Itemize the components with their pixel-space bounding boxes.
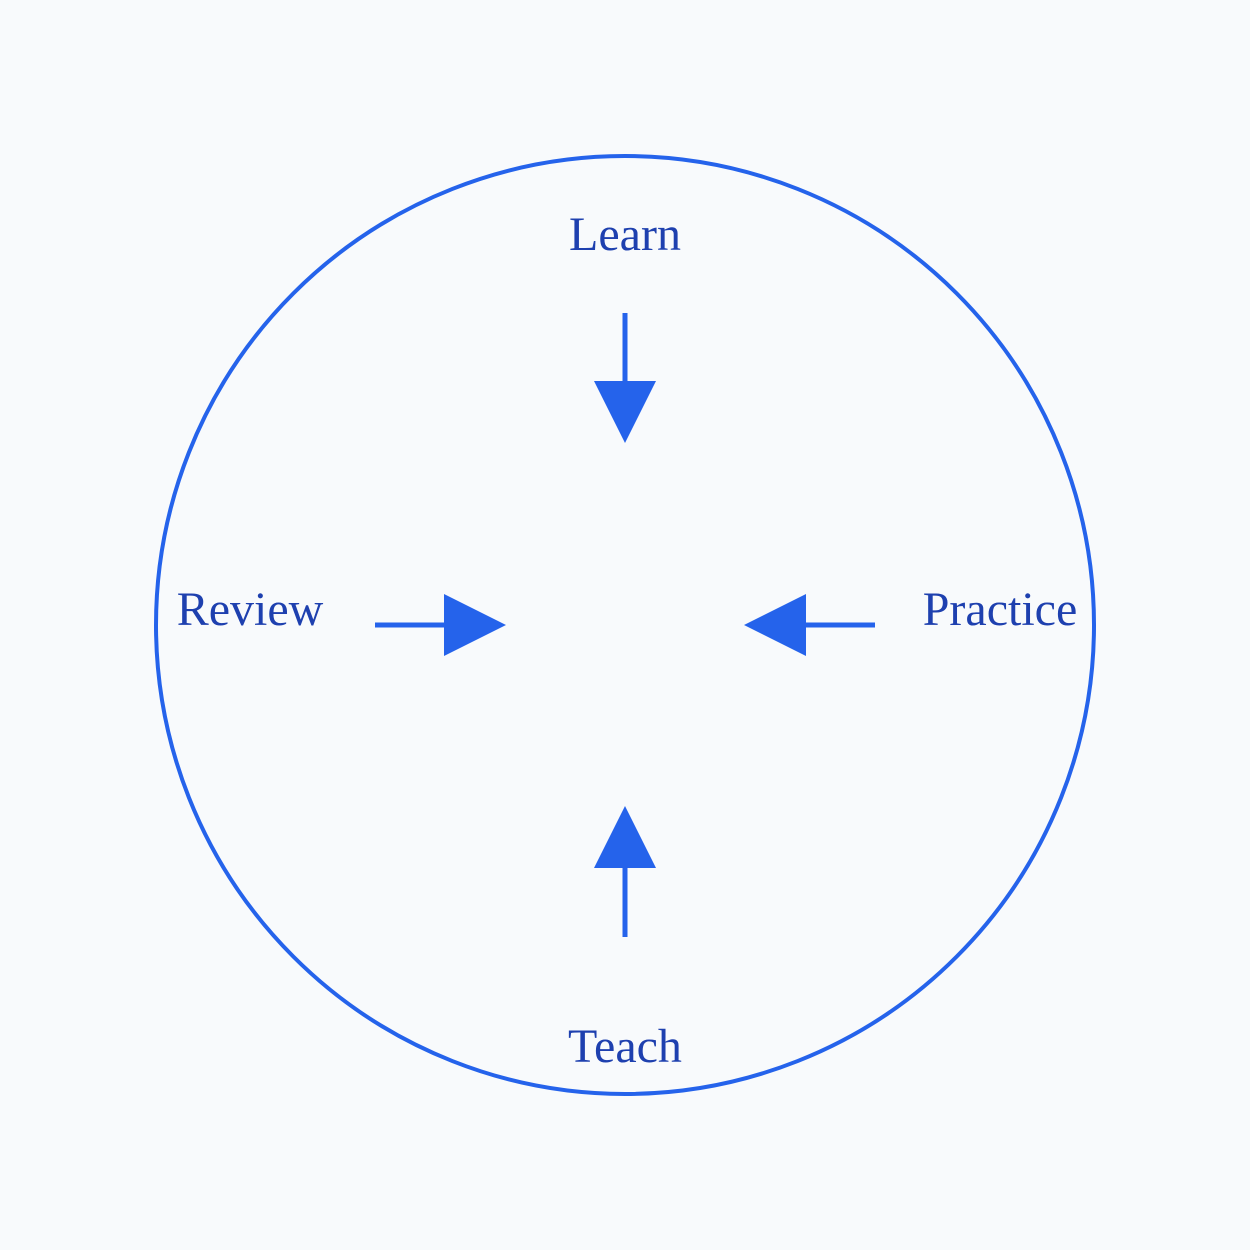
arrow-up-icon	[594, 806, 656, 937]
outer-circle	[154, 154, 1096, 1096]
label-review: Review	[177, 583, 324, 636]
arrow-down-icon	[594, 313, 656, 443]
label-practice: Practice	[923, 583, 1078, 636]
arrow-left-icon	[744, 594, 875, 656]
arrow-right-icon	[375, 594, 506, 656]
label-learn: Learn	[569, 208, 681, 261]
label-teach: Teach	[568, 1020, 682, 1073]
